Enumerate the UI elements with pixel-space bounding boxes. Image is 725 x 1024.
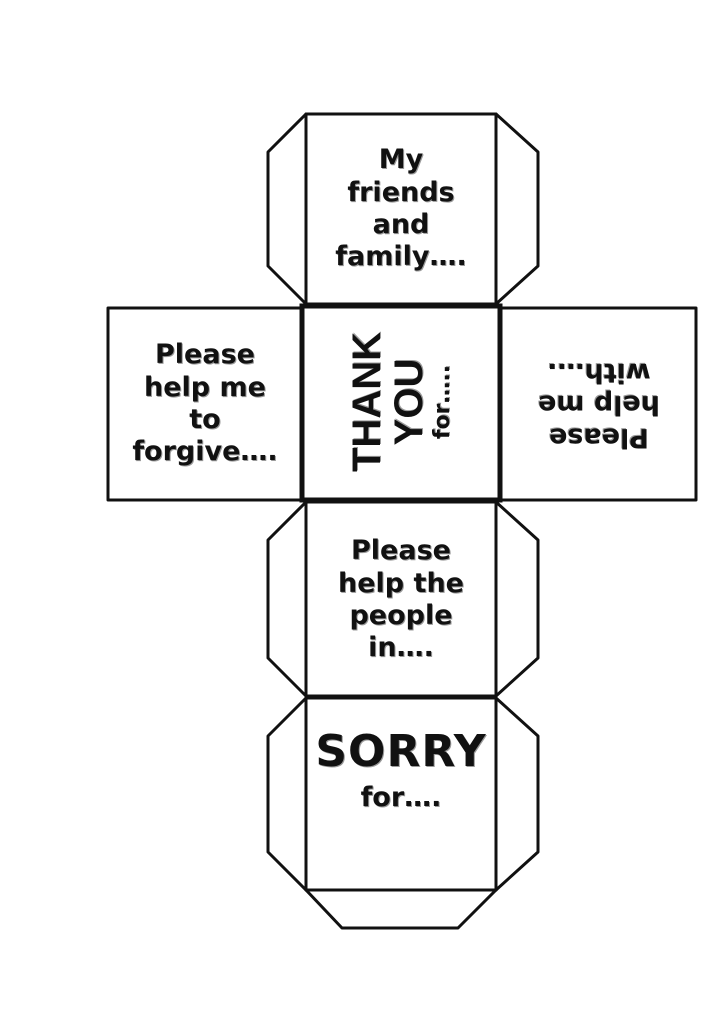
face-bottom1-text: Please help the people in…. [306,506,496,694]
face-top-line-3: and [372,209,430,240]
face-left-text: Please help me to forgive…. [110,310,300,498]
face-right-line-1: Please [549,421,649,453]
face-right-line-2: help me [538,389,660,421]
face-center-subtitle: for….. [429,364,455,440]
face-left-line-3: to [189,404,221,435]
tab-top-right [494,112,540,306]
face-center-title-2: YOU [386,358,431,446]
face-right-line-3: with…. [547,356,651,388]
face-top-line-4: family…. [335,241,467,273]
face-bottom2-title: SORRY [315,726,487,777]
face-bottom1-line-3: people [349,600,453,631]
tab-bottom1-right [494,500,540,698]
face-bottom2-subtitle: for…. [360,781,442,813]
face-bottom1-line-2: help the [338,567,464,599]
tab-bottom2-right [494,696,540,892]
face-right-text: Please help me with…. [504,310,694,498]
tab-bottom2-left [266,696,308,892]
tab-bottom1-left [266,500,308,698]
face-left-line-1: Please [155,339,255,371]
face-center-text: THANK YOU for….. [306,307,496,497]
face-bottom2-text: SORRY for…. [306,702,496,890]
face-center-border [299,303,503,503]
face-bottom1-line-4: in…. [368,632,434,664]
tab-bottom-end [304,888,498,930]
face-top-line-1: My [378,144,424,176]
face-top-text: My friends and family…. [306,116,496,302]
face-center-title-1: THANK [344,332,389,472]
face-left-line-4: forgive…. [132,436,278,468]
face-bottom1-line-1: Please [351,535,451,567]
face-left-line-2: help me [144,371,266,403]
tab-top-left [266,112,308,306]
face-top-line-2: friends [347,176,455,208]
